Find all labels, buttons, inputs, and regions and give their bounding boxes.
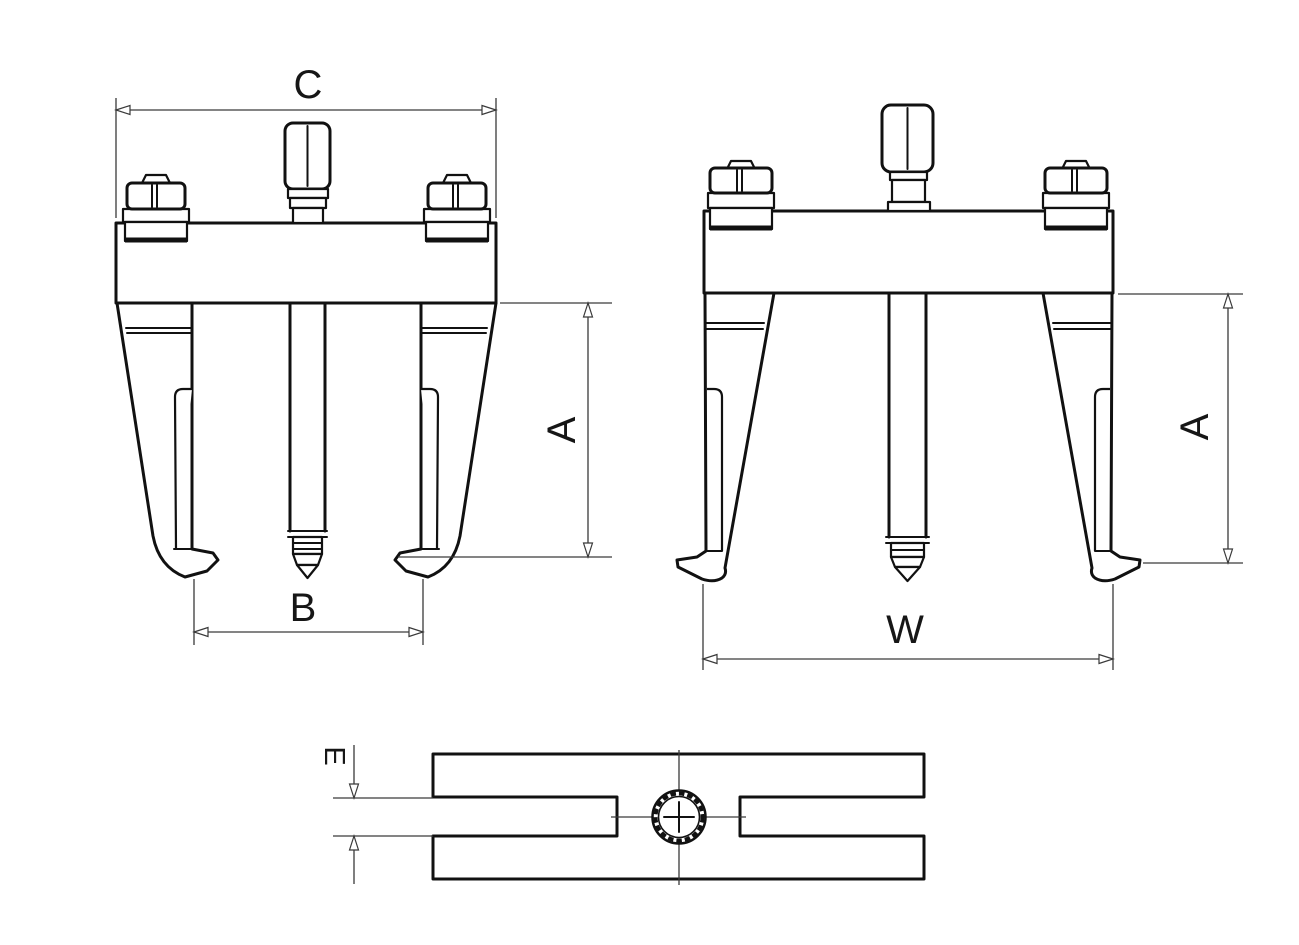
dim-c-arrow-right (481, 104, 498, 116)
screw-neck-band3-open (886, 200, 932, 213)
dim-b-arrow-left (192, 626, 209, 638)
dim-e-extension-lines (333, 797, 433, 837)
dimension-c: C (114, 63, 498, 218)
screw-tip-cone-open (893, 565, 922, 583)
dim-label-b: B (290, 586, 317, 630)
left-jaw-plate (173, 387, 192, 550)
screw-tip-trapezoid-open (889, 555, 926, 569)
dim-w-arrow-left (701, 653, 718, 665)
dim-e-arrow-down (348, 783, 360, 800)
dim-b-arrow-right (408, 626, 425, 638)
dim-a-left-arrow-bottom (582, 542, 594, 559)
screw-thread-band (291, 535, 324, 556)
screw-neck-band3 (291, 206, 325, 225)
right-arm-pivot-lines (420, 327, 488, 334)
dim-w-arrow-right (1098, 653, 1115, 665)
dim-c-arrow-left (114, 104, 131, 116)
left-bolt-nut-facets (151, 184, 158, 208)
front-view-jaws-outward: W A (675, 103, 1243, 670)
right-bolt-nut-facets (452, 184, 459, 208)
right-arm (393, 301, 498, 579)
dim-label-e: E (318, 746, 350, 765)
right-bolt-open-nut-facets (1071, 169, 1078, 192)
right-arm-open (1041, 291, 1142, 583)
dim-a-left-extension-lines (398, 302, 612, 558)
left-bolt-washer-upper (121, 207, 191, 224)
left-bolt (121, 173, 191, 243)
screw-hole-crosshair (663, 801, 695, 833)
dim-b-extension-lines (193, 579, 424, 645)
dim-a-right-arrow-top (1222, 292, 1234, 309)
right-arm-open-pivot-lines (1052, 322, 1112, 330)
screw-hole-knurl (653, 791, 705, 843)
left-arm-open (675, 291, 776, 583)
screw-neck-band2 (288, 196, 328, 210)
right-jaw-plate-open (1093, 387, 1110, 551)
dimension-e: E (318, 745, 433, 884)
left-arm-open-pivot-lines (705, 322, 765, 330)
dim-a-right-arrow-bottom (1222, 548, 1234, 565)
dimension-a-left-view: A (398, 301, 612, 559)
screw-thread-lines (292, 542, 323, 550)
right-bolt-washer-upper (422, 207, 492, 224)
center-screw-shaft-open (887, 248, 928, 539)
dimension-a-right-view: A (1118, 292, 1243, 565)
left-bolt-open-nut-facets (736, 169, 743, 192)
dim-w-extension-lines (702, 584, 1114, 670)
dim-label-w: W (886, 608, 924, 652)
screw-tip-trapezoid (291, 552, 324, 567)
dim-a-right-extension-lines (1118, 293, 1243, 564)
right-bolt-open (1041, 159, 1111, 231)
dimension-b: B (192, 579, 425, 645)
plan-view: E (318, 745, 926, 885)
screw-neck-band1-open (888, 170, 929, 182)
right-jaw-plate (421, 387, 440, 550)
left-arm-pivot-lines (125, 327, 193, 334)
right-bolt (422, 173, 492, 243)
dim-a-left-arrow-top (582, 301, 594, 318)
screw-neck-band1 (286, 187, 330, 200)
dimension-w: W (701, 584, 1115, 670)
dim-label-a-left: A (540, 416, 584, 443)
left-bolt-open-washer-upper (706, 191, 776, 210)
right-bolt-open-washer-upper (1041, 191, 1111, 210)
left-arm (115, 301, 220, 579)
left-bolt-open (706, 159, 776, 231)
screw-tip-cone (295, 563, 320, 580)
dim-label-a-right: A (1173, 413, 1217, 440)
center-screw-shaft (288, 258, 327, 533)
dim-label-c: C (294, 63, 323, 107)
left-jaw-plate-open (707, 387, 724, 551)
front-view-jaws-inward: C B A (114, 63, 612, 645)
dim-e-arrow-up (348, 834, 360, 851)
dim-c-extension-lines (115, 98, 497, 218)
screw-neck-band2-open (890, 178, 927, 204)
